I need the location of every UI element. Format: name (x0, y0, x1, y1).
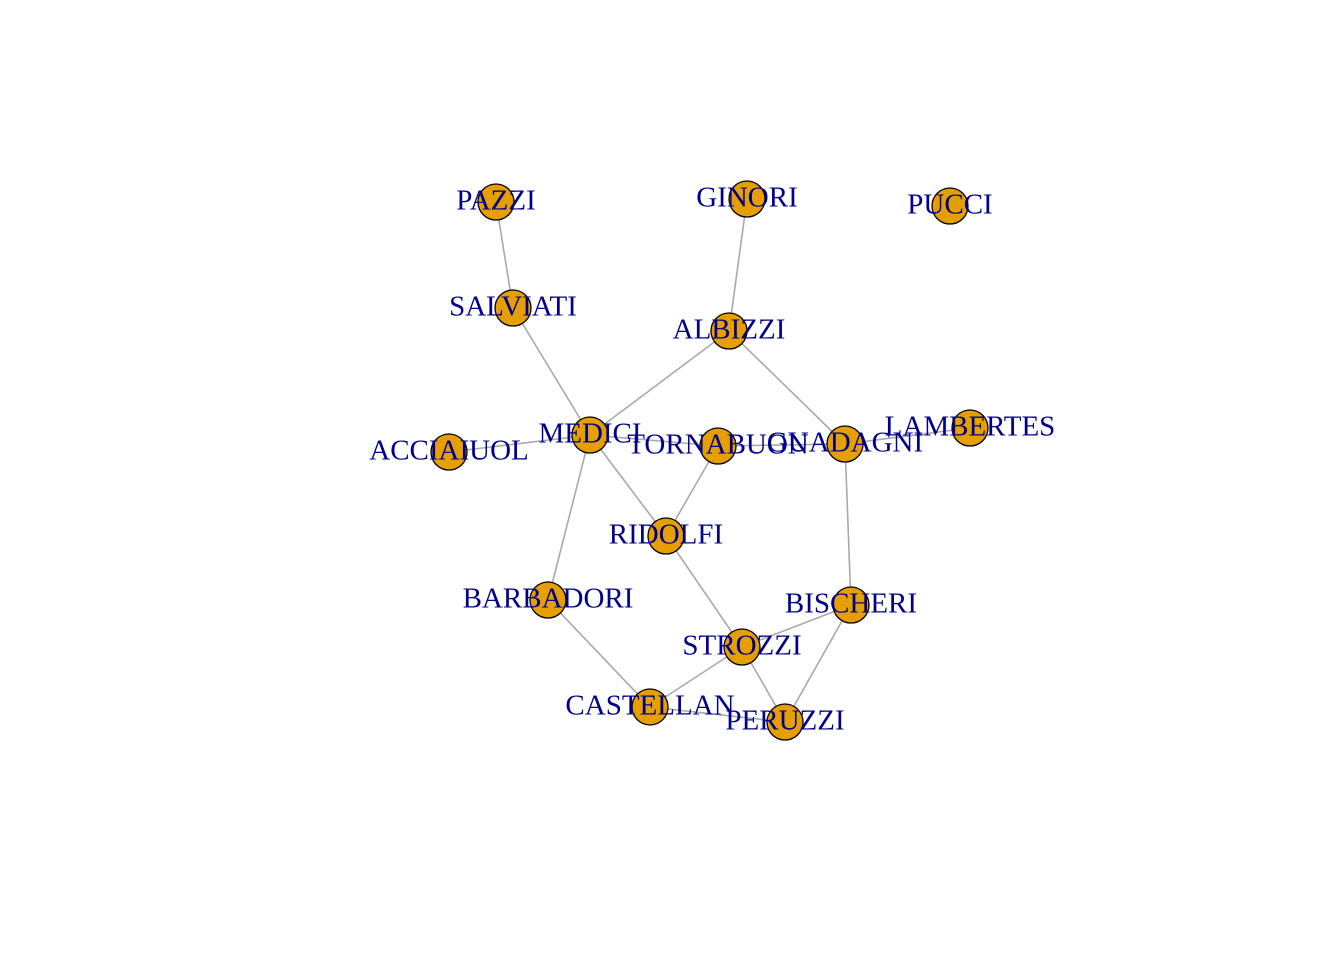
node-pucci (931, 187, 969, 225)
edge-medici-barbadori (547, 434, 591, 601)
node-label-peruzzi: PERUZZI (725, 705, 844, 737)
labels-layer: ACCIAIUOL ALBIZZI BARBADORI BISCHERI CASTELL… (369, 182, 1055, 737)
node-tornabuon (699, 427, 737, 465)
edge-albizzi-guadagni (728, 330, 846, 445)
node-bischeri (832, 586, 870, 624)
node-label-guadagni: GUADAGNI (767, 427, 923, 459)
edges-layer (448, 198, 971, 723)
node-label-castellan: CASTELLAN (565, 690, 734, 722)
node-label-medici: MEDICI (538, 418, 641, 450)
node-label-pazzi: PAZZI (456, 185, 536, 217)
edge-ginori-albizzi (728, 198, 748, 332)
node-label-bischeri: BISCHERI (785, 588, 917, 620)
node-barbadori (529, 581, 567, 619)
node-ginori (728, 180, 766, 218)
node-label-albizzi: ALBIZZI (673, 314, 786, 346)
node-acciaiuol (430, 433, 468, 471)
edge-guadagni-bischeri (844, 443, 852, 606)
node-label-ginori: GINORI (696, 182, 798, 214)
node-peruzzi (766, 703, 804, 741)
edge-tornabuon-guadagni (717, 443, 846, 447)
node-label-salviati: SALVIATI (449, 291, 577, 323)
edge-medici-tornabuon (589, 434, 719, 447)
edge-guadagni-lambertes (844, 427, 971, 445)
node-label-pucci: PUCCI (907, 189, 992, 221)
edge-castellan-peruzzi (649, 706, 786, 723)
node-lambertes (951, 409, 989, 447)
node-medici (571, 416, 609, 454)
edge-bischeri-strozzi (741, 604, 852, 648)
node-castellan (631, 688, 669, 726)
edge-ridolfi-strozzi (665, 535, 743, 648)
nodes-layer (430, 180, 989, 741)
node-strozzi (723, 628, 761, 666)
edge-bischeri-peruzzi (784, 604, 852, 723)
edge-barbadori-castellan (547, 599, 651, 708)
node-label-lambertes: LAMBERTES (885, 411, 1056, 443)
edge-acciaiuol-medici (448, 434, 591, 453)
node-label-tornabuon: TORNABUON (627, 429, 809, 461)
node-label-ridolfi: RIDOLFI (609, 519, 723, 551)
node-label-acciaiuol: ACCIAIUOL (369, 435, 529, 467)
node-label-strozzi: STROZZI (682, 630, 801, 662)
edge-albizzi-medici (589, 330, 730, 436)
node-ridolfi (647, 517, 685, 555)
edge-salviati-medici (512, 307, 591, 436)
node-label-barbadori: BARBADORI (463, 583, 634, 615)
edge-medici-ridolfi (589, 434, 667, 537)
node-albizzi (710, 312, 748, 350)
node-salviati (494, 289, 532, 327)
node-pazzi (477, 183, 515, 221)
node-guadagni (826, 425, 864, 463)
